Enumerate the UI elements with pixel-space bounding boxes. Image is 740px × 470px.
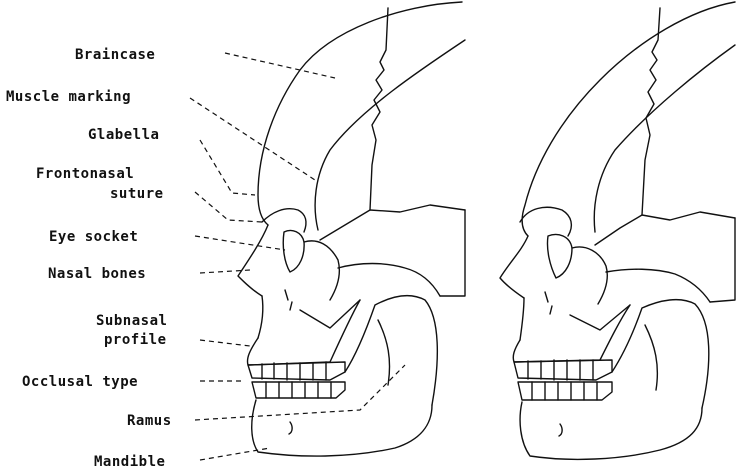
skull-right-occiput <box>710 218 735 302</box>
skull-right-nasal-spine <box>545 292 552 314</box>
skull-left-squamosal-suture <box>370 205 465 212</box>
skull-left-lower-teeth <box>252 382 345 398</box>
label-frontonasal: Frontonasal <box>36 166 134 182</box>
skull-right-nasal-bones <box>500 236 528 298</box>
skull-right-ramus <box>612 300 709 408</box>
label-muscle-marking: Muscle marking <box>6 89 131 105</box>
skull-left-upper-teeth <box>248 362 345 380</box>
label-ramus: Ramus <box>127 413 172 429</box>
skull-right-maxilla-back <box>570 305 630 330</box>
skull-left-eye-socket <box>283 230 304 272</box>
skull-left-occiput <box>440 210 465 296</box>
label-braincase: Braincase <box>75 47 155 63</box>
skull-right-coronal-suture <box>642 8 660 215</box>
label-subnasal: Subnasal <box>96 313 167 329</box>
skull-right-outline <box>522 2 735 236</box>
skull-right <box>500 2 735 459</box>
skull-left-nasal-aperture <box>258 296 263 338</box>
label-eye-socket: Eye socket <box>49 229 138 245</box>
leader-glabella <box>200 140 255 195</box>
leader-subnasal <box>200 340 250 346</box>
label-mandible: Mandible <box>94 454 165 470</box>
skull-right-squamosal-suture <box>642 212 735 220</box>
leader-muscle-marking <box>190 98 315 180</box>
skull-left-mental-foramen <box>289 422 292 434</box>
skull-right-temporal-line <box>594 45 735 232</box>
skull-left-nasal-bones <box>238 225 268 296</box>
leader-braincase <box>225 53 335 78</box>
skull-right-cheekbone <box>572 247 607 304</box>
label-nasal-bones: Nasal bones <box>48 266 146 282</box>
skull-right-lower-teeth <box>518 382 612 400</box>
skull-left-zygomatic-suture <box>320 210 370 240</box>
skull-left-temporal-line <box>315 40 465 230</box>
skull-right-mandible <box>520 402 702 459</box>
label-glabella: Glabella <box>88 127 159 143</box>
skull-right-mental-foramen <box>559 424 562 436</box>
leader-lines <box>190 53 405 460</box>
leader-frontonasal <box>195 192 262 222</box>
skull-left-maxilla <box>247 300 360 365</box>
label-occlusal-type: Occlusal type <box>22 374 138 390</box>
skull-right-nasal-aperture <box>520 298 524 340</box>
skull-left-mandible <box>252 400 432 456</box>
skull-left-maxilla-back <box>300 300 360 328</box>
skull-right-ramus-inner <box>645 325 657 390</box>
skull-left-zygomatic-arch <box>338 264 440 297</box>
skull-right-brow <box>520 207 571 236</box>
skull-left <box>238 2 465 456</box>
label-subnasal-profile: profile <box>104 332 167 348</box>
skull-left-brow <box>262 209 306 232</box>
skull-right-maxilla <box>513 305 630 362</box>
leader-mandible <box>200 448 270 460</box>
skull-left-ramus-inner <box>378 320 390 385</box>
skull-right-zygomatic-suture <box>595 215 642 245</box>
skull-left-cheekbone <box>304 241 339 300</box>
leader-eye-socket <box>195 236 285 250</box>
skull-left-coronal-suture <box>370 8 388 210</box>
skull-left-ramus <box>345 296 437 405</box>
skull-right-eye-socket <box>547 235 572 279</box>
skull-right-upper-teeth <box>514 360 612 380</box>
label-frontonasal-suture: suture <box>110 186 164 202</box>
skull-left-nasal-spine <box>285 290 292 310</box>
skull-left-outline <box>258 2 462 225</box>
skull-right-zygomatic-arch <box>606 269 710 302</box>
